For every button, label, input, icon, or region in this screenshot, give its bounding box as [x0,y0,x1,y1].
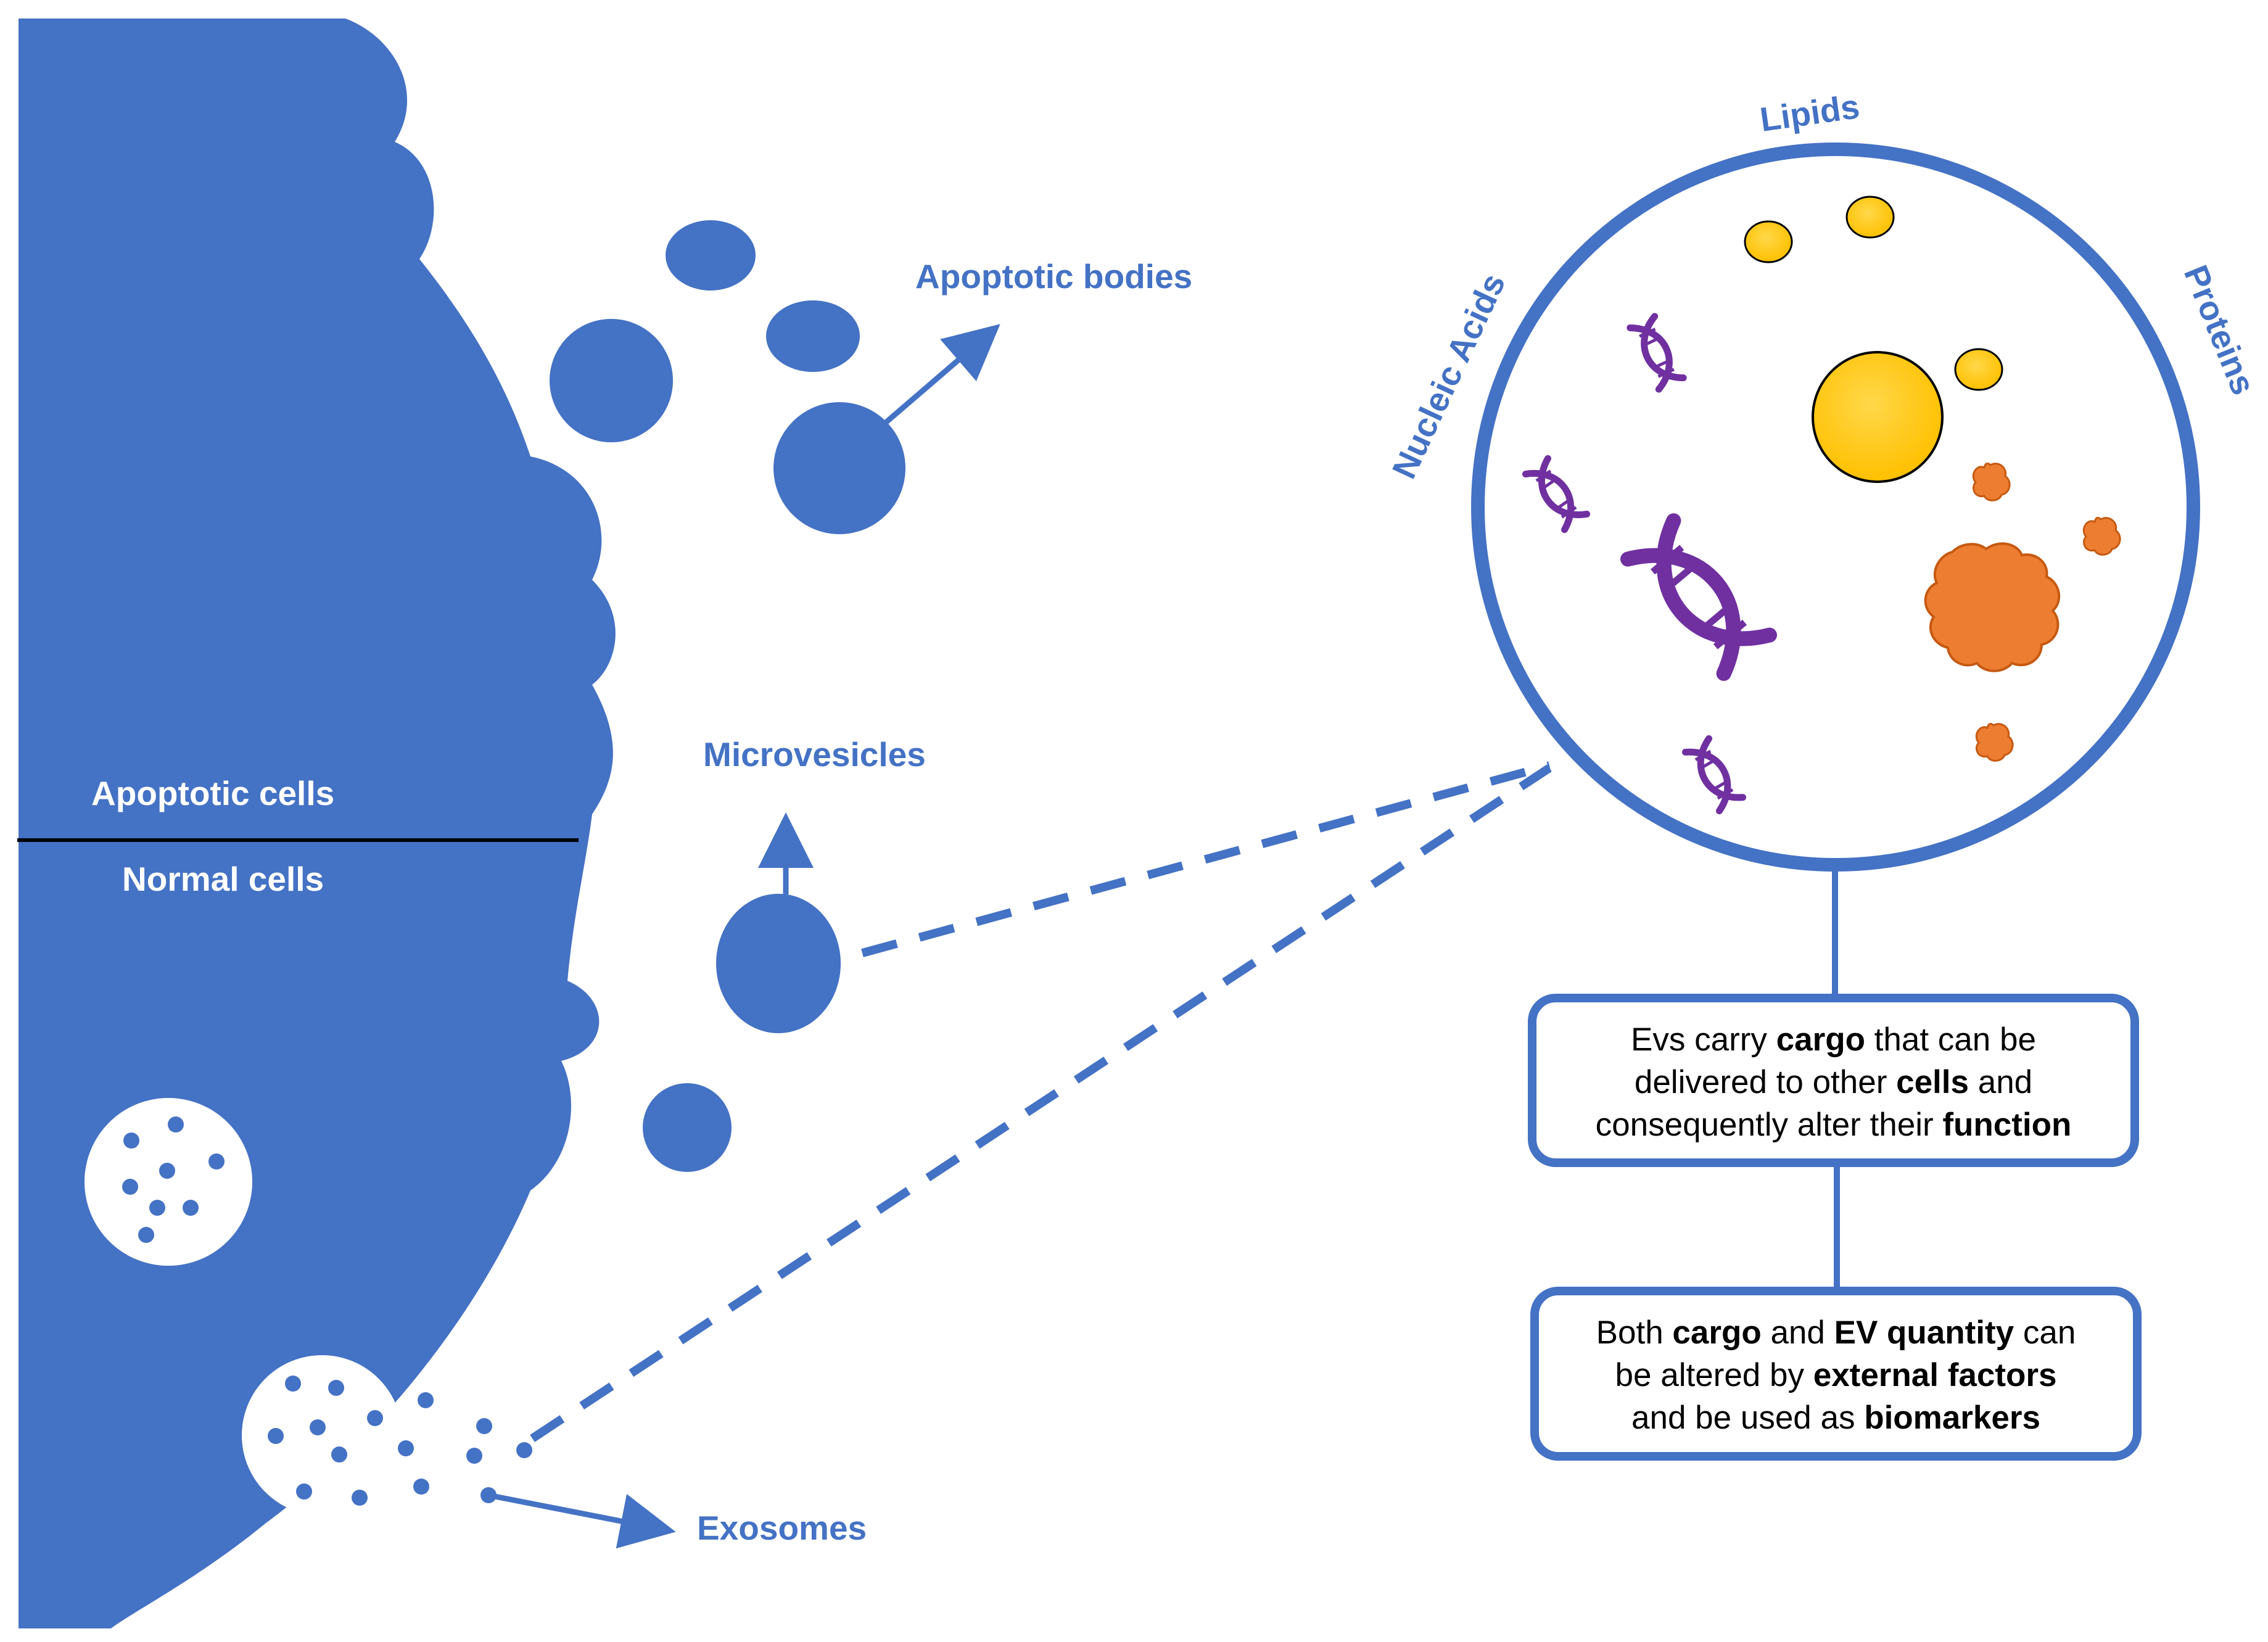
info-box-1 [1528,994,2139,1167]
nucleic-acid-group [1525,316,1777,811]
microvesicle [716,894,841,1033]
info-box-1-text: Evs carry cargo that can be delivered to… [1536,1018,2130,1146]
info-box-2-text: Both cargo and EV quantity can be altere… [1539,1311,2133,1439]
apoptotic-bodies-label: Apoptotic bodies [915,257,1192,295]
zoom-line-microvesicle [861,761,1551,957]
protein-group [1924,462,2121,762]
apoptotic-cells-label: Apoptotic cells [91,774,334,812]
apoptotic-bodies-arrow [884,324,1000,425]
info-box-2-line-1: Both cargo and EV quantity can [1596,1314,2076,1351]
exosomes-arrow [488,1492,676,1549]
apoptotic-body-group [550,220,905,1172]
multivesicular-body [85,1098,252,1266]
microvesicles-label: Microvesicles [703,735,926,774]
exosome-release [242,1355,532,1516]
info-box-1-line-1: Evs carry cargo that can be [1631,1021,2036,1058]
info-box-2 [1530,1287,2142,1461]
normal-cells-label: Normal cells [122,860,324,898]
exosomes-label: Exosomes [697,1509,867,1547]
ev-zoom-circle [1471,142,2200,872]
info-box-2-line-2: be altered by external factors [1615,1357,2057,1393]
info-box-1-line-2: delivered to other cells and [1634,1064,2033,1100]
zoom-line-exosome [530,764,1552,1442]
info-box-1-line-3: consequently alter their function [1595,1107,2072,1143]
lipid-group [1744,196,2003,483]
lipids-label: Lipids [1757,87,1862,139]
proteins-label: Proteins [2177,260,2263,400]
info-box-2-line-3: and be used as biomarkers [1631,1400,2040,1436]
